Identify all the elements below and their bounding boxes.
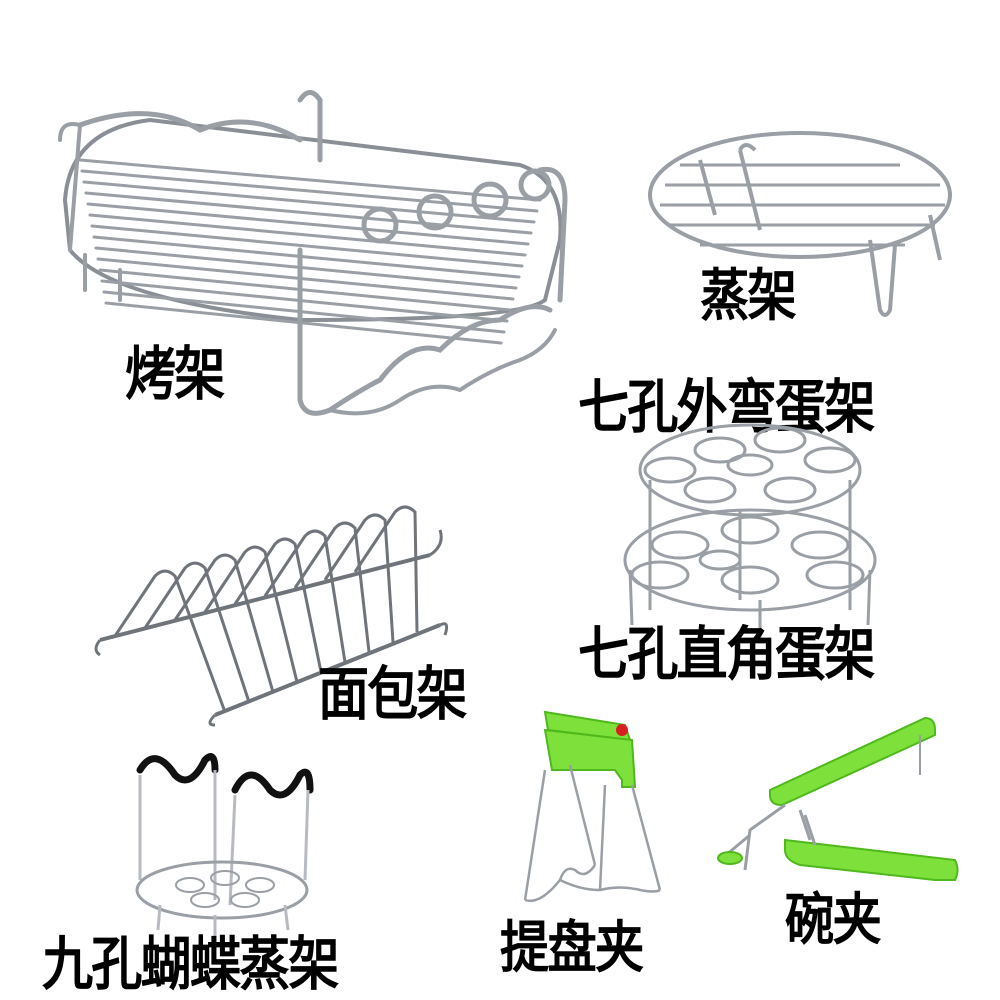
product-label-egg-rack-straight: 七孔直角蛋架 — [578, 620, 875, 688]
product-label-bread-rack: 面包架 — [318, 660, 468, 728]
product-label-bowl-clip: 碗夹 — [785, 887, 882, 953]
grill-bar — [82, 180, 536, 224]
product-label-butterfly-steam-rack: 九孔蝴蝶蒸架 — [42, 930, 339, 998]
product-label-grill-rack: 烤架 — [125, 340, 225, 408]
bread-wire — [353, 505, 419, 633]
grill-bar — [92, 235, 521, 279]
bread-wire — [113, 569, 227, 713]
grill-bar — [86, 202, 530, 246]
bread-wire — [233, 537, 323, 673]
grill-bar — [84, 191, 533, 235]
bread-wire — [203, 545, 299, 683]
bread-wire — [173, 553, 275, 693]
grill-bar — [98, 268, 512, 312]
grill-bar — [102, 290, 506, 334]
grill-bar — [94, 246, 518, 290]
grill-bar — [78, 158, 542, 202]
bread-wire — [263, 529, 347, 663]
bread-wire — [293, 521, 371, 653]
grill-bar — [88, 213, 527, 257]
grill-bar — [104, 301, 503, 345]
grill-bar — [100, 279, 509, 323]
bread-wire — [143, 561, 251, 703]
product-label-steam-rack: 蒸架 — [700, 263, 797, 329]
grill-bar — [96, 257, 515, 301]
bread-wire — [323, 513, 395, 643]
grill-bar — [80, 169, 539, 213]
product-label-plate-lifter: 提盘夹 — [500, 915, 644, 981]
grill-bar — [90, 224, 524, 268]
